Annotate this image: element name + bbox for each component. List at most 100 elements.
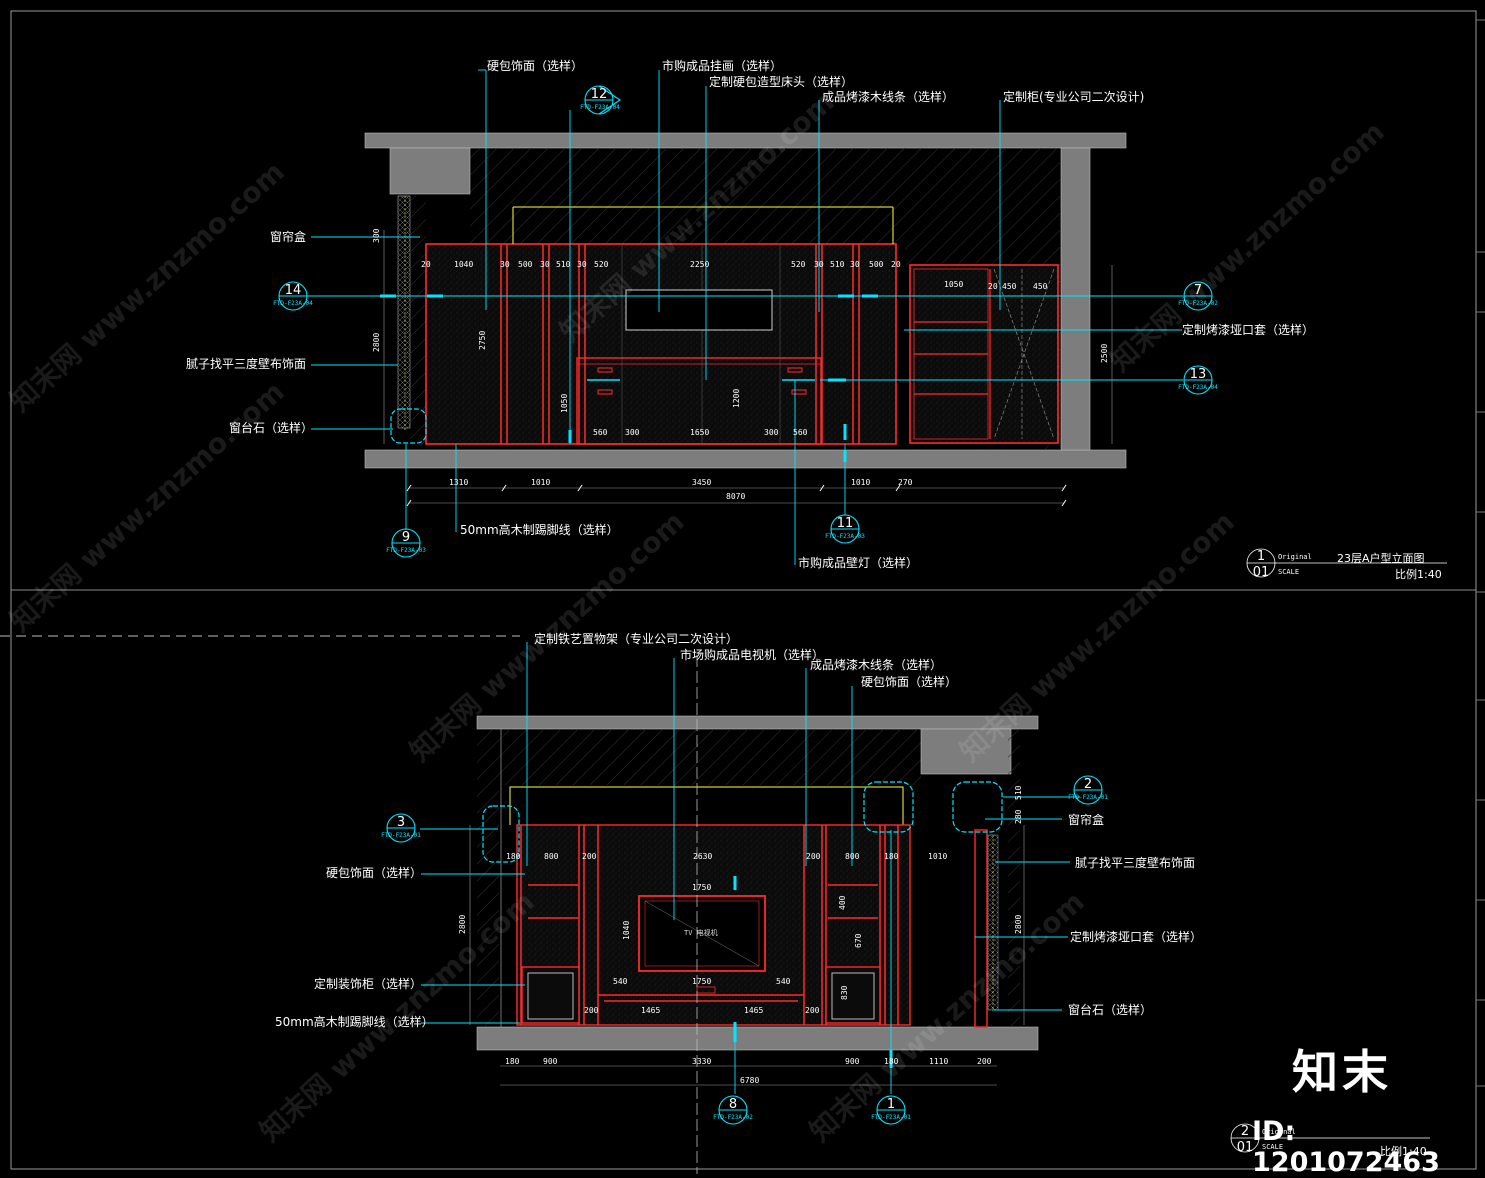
dim: 30	[814, 260, 824, 269]
vdim: 300	[372, 228, 381, 243]
bubble-ref: FTD-F23A-02	[1178, 300, 1218, 307]
top-elevation	[278, 69, 1447, 578]
dim: 900	[543, 1057, 558, 1066]
image-id: ID: 1201072463	[1252, 1116, 1440, 1178]
dim: 1110	[929, 1057, 949, 1066]
top-headboard	[576, 357, 822, 445]
label-deco-cabinet: 定制装饰柜（选样）	[314, 977, 423, 991]
vdim: 280	[1014, 809, 1023, 824]
dim: 300	[764, 428, 779, 437]
brand-logo: 知末	[1292, 1045, 1392, 1099]
bubble-num: 14	[284, 283, 302, 298]
title-scale-tag: SCALE	[1262, 1143, 1284, 1151]
dim: 1465	[641, 1006, 661, 1015]
bottom-floor-slab	[476, 1026, 1039, 1051]
label-cabinet: 定制柜(专业公司二次设计)	[1003, 90, 1145, 104]
dim: 800	[845, 852, 860, 861]
bubble-ref: FTD-F23A-03	[825, 533, 865, 540]
tv-text: TV 电视机	[684, 929, 718, 937]
dim: 500	[518, 260, 533, 269]
bottom-elevation	[386, 642, 1430, 1174]
label-wood-strip: 成品烤漆木线条（选样）	[810, 658, 943, 672]
bubble-ref: FTD-F23A-04	[1178, 384, 1218, 391]
dim: 180	[884, 1057, 899, 1066]
dim: 3450	[692, 478, 712, 487]
top-leaders	[311, 69, 1182, 565]
dim: 200	[582, 852, 597, 861]
dim: 20	[421, 260, 431, 269]
label-skirting: 50mm高木制踢脚线（选样）	[275, 1015, 434, 1029]
vdim: 1050	[560, 393, 569, 413]
dim: 1465	[744, 1006, 764, 1015]
label-wall-cloth: 腻子找平三度壁布饰面	[186, 357, 307, 371]
bubble-num: 9	[401, 530, 411, 545]
title-scale: 比例1:40	[1395, 568, 1442, 581]
title-block-ticks	[1476, 251, 1485, 1087]
bottom-ceiling-slab	[476, 715, 1039, 730]
dim: 2630	[693, 852, 713, 861]
top-wood-strips	[500, 244, 860, 444]
dim: 30	[540, 260, 550, 269]
dim: 3330	[692, 1057, 712, 1066]
title-sheet: 01	[1252, 565, 1270, 580]
dim: 1050	[944, 280, 964, 289]
title-original: Original	[1278, 553, 1312, 561]
top-right-wall	[1060, 147, 1091, 451]
dim: 1040	[454, 260, 474, 269]
dim: 560	[793, 428, 808, 437]
dim: 510	[830, 260, 845, 269]
dim: 1750	[692, 977, 712, 986]
title-sheet: 01	[1236, 1140, 1254, 1155]
label-curtain-box: 窗帘盒	[270, 230, 307, 244]
dim: 510	[556, 260, 571, 269]
title-name: 23层A户型立面图	[1337, 552, 1425, 565]
bubble-num: 3	[396, 815, 406, 830]
bubble-ref: FTD-F23A-01	[381, 832, 421, 839]
label-sill-stone: 窗台石（选样）	[1068, 1003, 1153, 1017]
dim: 6780	[740, 1076, 760, 1085]
dim: 1010	[851, 478, 871, 487]
label-hard-pack: 硬包饰面（选样）	[487, 59, 584, 73]
dim: 30	[850, 260, 860, 269]
bubble-num: 1	[886, 1097, 896, 1112]
dim: 1650	[690, 428, 710, 437]
dim: 30	[577, 260, 587, 269]
dim: 200	[584, 1006, 599, 1015]
bubble-ref: FTD-F23A-04	[273, 300, 313, 307]
label-hard-pack-top: 硬包饰面（选样）	[861, 675, 958, 689]
bubble-ref: FTD-F23A-02	[713, 1114, 753, 1121]
label-tv: 市场购成品电视机（选样）	[680, 648, 825, 662]
dim: 180	[505, 1057, 520, 1066]
label-door-frame: 定制烤漆垭口套（选样）	[1182, 323, 1315, 337]
bubble-num: 7	[1193, 283, 1203, 298]
bottom-cabinet-left	[521, 966, 580, 1024]
title-num: 2	[1240, 1124, 1250, 1139]
dim: 20	[891, 260, 901, 269]
label-art: 市购成品挂画（选样）	[662, 59, 783, 73]
dim: 200	[805, 1006, 820, 1015]
vdim: 2800	[1014, 914, 1023, 934]
dim: 520	[791, 260, 806, 269]
dim: 1010	[928, 852, 948, 861]
vdim: 2800	[372, 332, 381, 352]
label-wood-strip: 成品烤漆木线条（选样）	[822, 90, 955, 104]
label-wall-cloth: 腻子找平三度壁布饰面	[1075, 856, 1196, 870]
dim: 450	[1002, 282, 1017, 291]
label-iron-shelf: 定制铁艺置物架（专业公司二次设计）	[534, 632, 739, 646]
title-original: Original	[1262, 1128, 1296, 1136]
dim: 560	[593, 428, 608, 437]
bubble-num: 8	[728, 1097, 738, 1112]
label-sill-stone: 窗台石（选样）	[229, 421, 314, 435]
vdim: 830	[840, 985, 849, 1000]
vdim: 1200	[732, 388, 741, 408]
top-wall-panel	[425, 243, 897, 445]
top-ceiling-void	[470, 148, 905, 244]
dim: 180	[884, 852, 899, 861]
bubble-num: 12	[590, 87, 608, 102]
label-hard-pack-left: 硬包饰面（选样）	[326, 866, 423, 880]
vdim: 670	[854, 933, 863, 948]
dim: 30	[500, 260, 510, 269]
label-wall-lamp: 市购成品壁灯（选样）	[798, 556, 919, 570]
bubble-num: 2	[1083, 777, 1093, 792]
top-art-frame	[625, 289, 773, 331]
